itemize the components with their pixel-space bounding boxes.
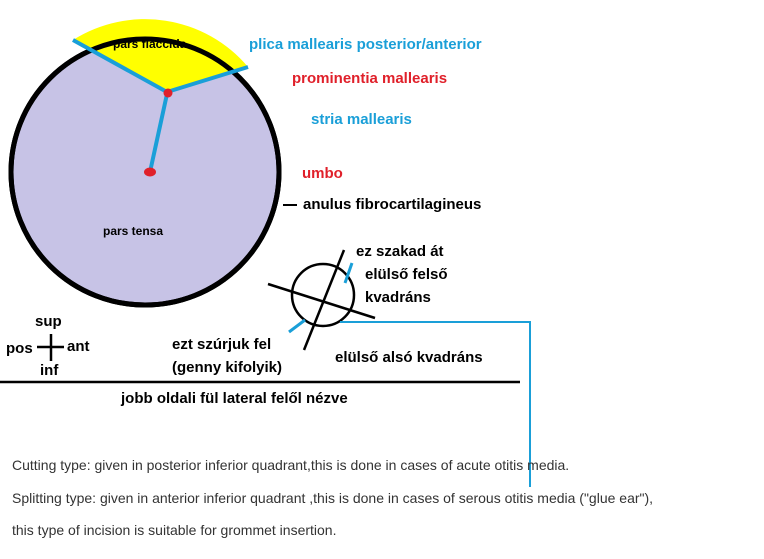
kvadrans-label: kvadráns [365, 289, 431, 306]
pars-flaccida-region [73, 19, 248, 93]
plica-label: plica mallearis posterior/anterior [249, 36, 482, 53]
caption-connector [340, 321, 531, 487]
rupture-marker [343, 262, 354, 284]
stria-label: stria mallearis [311, 111, 412, 128]
elulso-felso-label: elülső felső [365, 266, 448, 283]
quadrant-axis-horizontal [267, 282, 376, 320]
membrane-outline [8, 36, 282, 308]
caption-splitting: Splitting type: given in anterior inferi… [12, 490, 654, 506]
stria-mallearis-line [148, 93, 169, 173]
plica-anterior-line [166, 65, 249, 94]
prominentia-dot [163, 88, 173, 98]
quadrant-circle [290, 262, 356, 328]
umbo-dot [144, 167, 156, 177]
genny-kifolyik-label: (genny kifolyik) [172, 359, 282, 376]
ezt-szurjuk-fel-label: ezt szúrjuk fel [172, 336, 271, 353]
inf-label: inf [40, 362, 59, 379]
tympanic-membrane: pars flaccida pars tensa [8, 19, 282, 308]
pars-flaccida-label: pars flaccida [113, 37, 187, 51]
puncture-marker [288, 318, 306, 334]
anulus-label: anulus fibrocartilagineus [303, 196, 481, 213]
quadrant-axis-vertical [302, 249, 346, 351]
elulso-also-label: elülső alsó kvadráns [335, 349, 483, 366]
quadrant-schematic [267, 249, 531, 487]
ant-label: ant [67, 338, 90, 355]
sup-label: sup [35, 313, 62, 330]
caption-grommet: this type of incision is suitable for gr… [12, 522, 337, 538]
pos-label: pos [6, 340, 33, 357]
ez-szakad-at-label: ez szakad át [356, 243, 444, 260]
bottom-title: jobb oldali fül lateral felől nézve [120, 390, 348, 407]
plica-posterior-line [72, 38, 168, 94]
orientation-cross: sup pos ant inf [6, 313, 90, 379]
pars-tensa-label: pars tensa [103, 224, 163, 238]
prominentia-label: prominentia mallearis [292, 70, 447, 87]
umbo-label: umbo [302, 165, 343, 182]
caption-cutting: Cutting type: given in posterior inferio… [12, 457, 570, 473]
